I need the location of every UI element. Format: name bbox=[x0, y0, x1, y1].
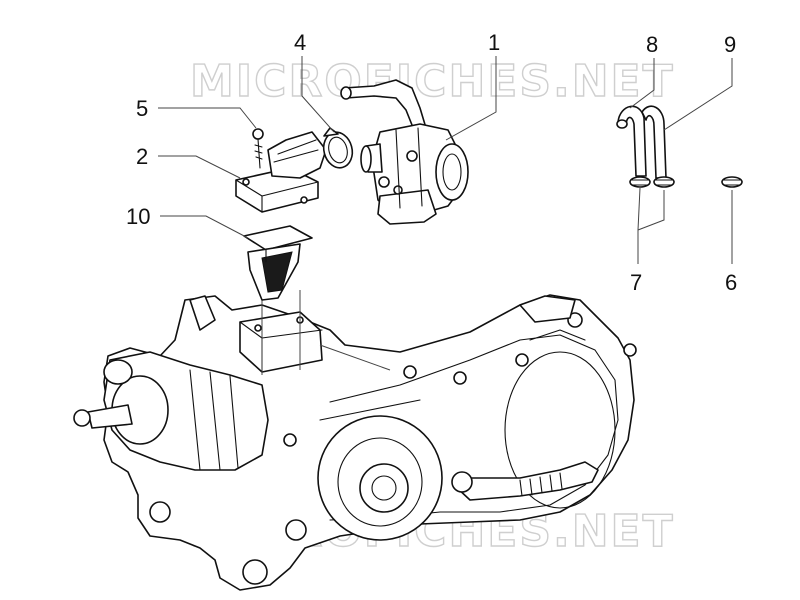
vent-tube-8 bbox=[616, 105, 647, 177]
callout-4: 4 bbox=[294, 30, 306, 55]
vent-tube-9 bbox=[641, 105, 667, 179]
intake-manifold bbox=[235, 131, 327, 213]
engine-assembly bbox=[73, 294, 637, 591]
reed-valve bbox=[243, 225, 313, 301]
assembly-guide-line bbox=[261, 290, 391, 375]
hose-clip bbox=[721, 176, 743, 188]
callout-6: 6 bbox=[725, 270, 737, 295]
callout-10: 10 bbox=[126, 204, 150, 229]
callout-8: 8 bbox=[646, 32, 658, 57]
callout-7: 7 bbox=[630, 270, 642, 295]
callout-2: 2 bbox=[136, 144, 148, 169]
screw bbox=[252, 128, 264, 169]
callout-5: 5 bbox=[136, 96, 148, 121]
intake-mounting-block bbox=[239, 311, 323, 373]
callout-9: 9 bbox=[724, 32, 736, 57]
leader-lines bbox=[158, 56, 733, 264]
callout-1: 1 bbox=[488, 30, 500, 55]
watermark-top: MICROFICHES.NET bbox=[190, 56, 675, 107]
hose-clamp bbox=[322, 127, 354, 169]
carburetor bbox=[340, 79, 469, 225]
hose-clips bbox=[629, 176, 675, 188]
